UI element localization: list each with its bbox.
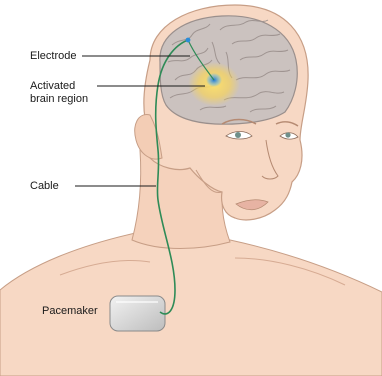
- label-activated-line2: brain region: [30, 93, 88, 106]
- label-electrode: Electrode: [30, 50, 76, 63]
- electrode-entry-icon: [186, 38, 191, 43]
- pupil-right: [285, 132, 290, 137]
- pupil-left: [235, 132, 241, 138]
- label-pacemaker: Pacemaker: [42, 305, 98, 318]
- label-activated-brain-region: Activated brain region: [30, 80, 88, 106]
- label-cable: Cable: [30, 180, 59, 193]
- label-activated-line1: Activated: [30, 80, 88, 93]
- torso: [0, 228, 382, 376]
